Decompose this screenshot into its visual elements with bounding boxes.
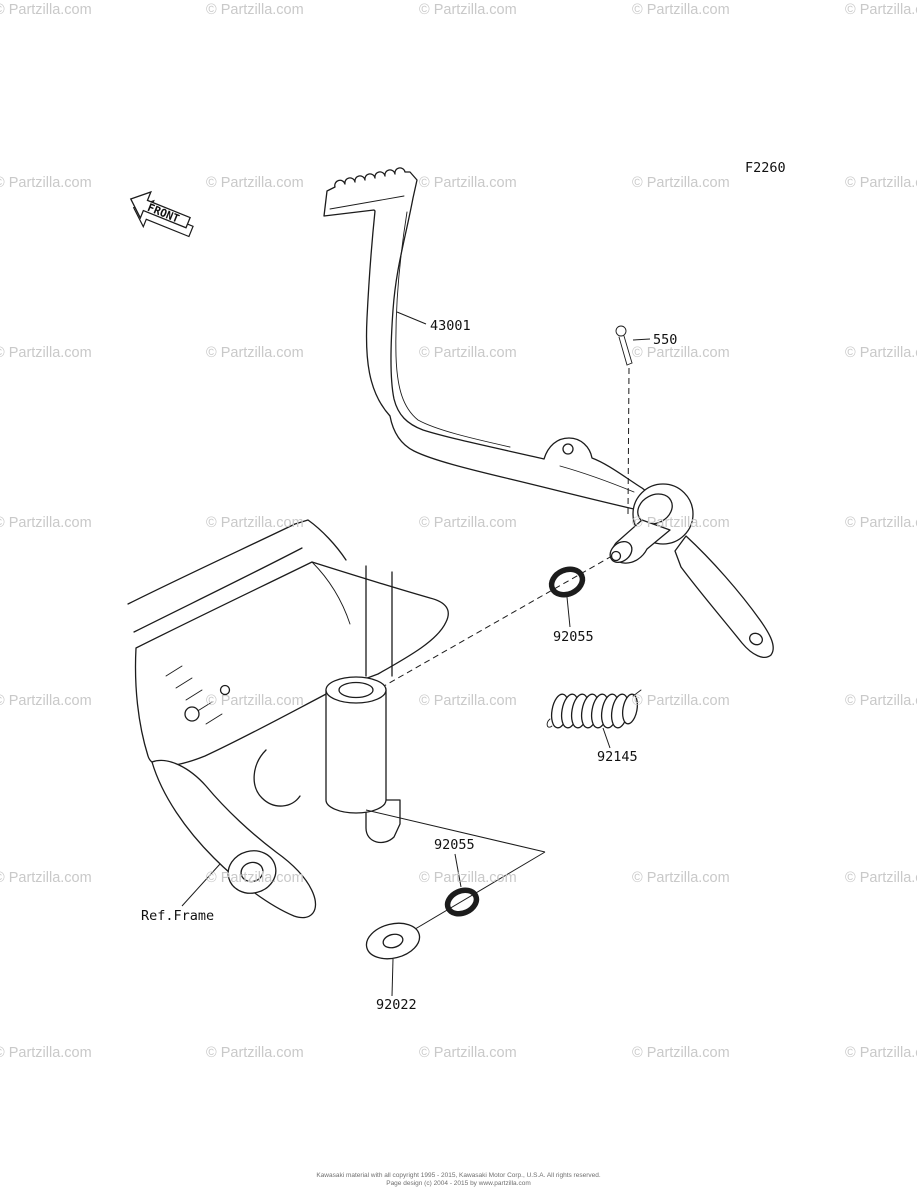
frame-top-tube <box>127 519 347 605</box>
o-ring-upper-drawing <box>548 566 586 598</box>
frame-pivot-boss-body <box>325 689 387 814</box>
part-label-92022: 92022 <box>376 997 417 1013</box>
ref-frame-label: Ref.Frame <box>141 908 214 924</box>
part-label-92055-lower: 92055 <box>434 837 475 853</box>
cotter-pin-eye <box>615 325 627 337</box>
spring-tail-right <box>632 689 642 697</box>
frame-hook-bracket <box>253 749 301 807</box>
frame-drawing <box>127 519 449 919</box>
brake-pedal-outline <box>323 167 651 513</box>
leader-ref-frame <box>181 863 221 907</box>
o-ring-lower-drawing <box>444 887 480 917</box>
brake-pedal-drawing <box>323 167 774 658</box>
leader-92022 <box>391 958 394 997</box>
footer-line-1: Kawasaki material with all copyright 199… <box>316 1172 601 1179</box>
brake-pedal-spring-hole <box>562 443 574 455</box>
pivot-axis-dashed <box>383 555 613 687</box>
brake-pedal-bracket <box>674 535 774 658</box>
leader-92055-upper <box>566 596 571 628</box>
frame-lower-bracket <box>151 759 317 919</box>
frame-gusset <box>134 561 449 767</box>
part-labels: F2260 43001 550 92055 92145 92055 92022 … <box>141 160 786 1013</box>
footer-line-2: Page design (c) 2004 - 2015 by www.partz… <box>386 1180 531 1187</box>
frame-gusset-inner-line <box>311 561 351 625</box>
leader-lines <box>181 311 651 997</box>
spring-drawing <box>546 689 642 729</box>
front-arrow: FRONT <box>129 190 194 238</box>
frame-top-tube-lower-edge <box>133 547 303 633</box>
frame-hole-small-1 <box>184 706 200 722</box>
brake-pedal-bracket-hole <box>749 632 763 646</box>
part-label-43001: 43001 <box>430 318 471 334</box>
leader-550 <box>632 338 651 341</box>
lower-assembly-line-1 <box>365 809 546 853</box>
cotter-pin-leg-1 <box>623 335 633 364</box>
front-arrow-shape <box>129 190 191 229</box>
leader-43001 <box>396 311 427 325</box>
cotter-pin-axis-dashed <box>627 367 630 515</box>
footer-copyright: Kawasaki material with all copyright 199… <box>0 1172 917 1188</box>
washer-hole <box>382 933 404 949</box>
spring-end-cap <box>621 693 639 725</box>
frame-pivot-boss-bore <box>338 681 374 699</box>
part-label-550: 550 <box>653 332 677 348</box>
cotter-pin-leg-2 <box>618 336 628 366</box>
part-label-92055-upper: 92055 <box>553 629 594 645</box>
brake-pedal-shaft-nub <box>610 550 622 562</box>
frame-bracket-hole-inner <box>240 861 264 883</box>
brake-pedal-pad-inner-line <box>329 195 405 210</box>
washer-drawing <box>365 922 421 960</box>
brake-pedal-arm-inner-line <box>395 211 511 448</box>
cotter-pin-tip <box>626 362 633 366</box>
cotter-pin-drawing <box>615 325 633 366</box>
spring-tail-left <box>546 718 553 728</box>
front-arrow-label: FRONT <box>146 201 182 226</box>
diagram-code-label: F2260 <box>745 160 786 176</box>
leader-92055-lower <box>454 853 462 888</box>
part-label-92145: 92145 <box>597 749 638 765</box>
leader-92145 <box>602 727 611 749</box>
frame-hole-small-2 <box>219 684 231 696</box>
brake-pedal-pivot-bore <box>637 493 673 525</box>
